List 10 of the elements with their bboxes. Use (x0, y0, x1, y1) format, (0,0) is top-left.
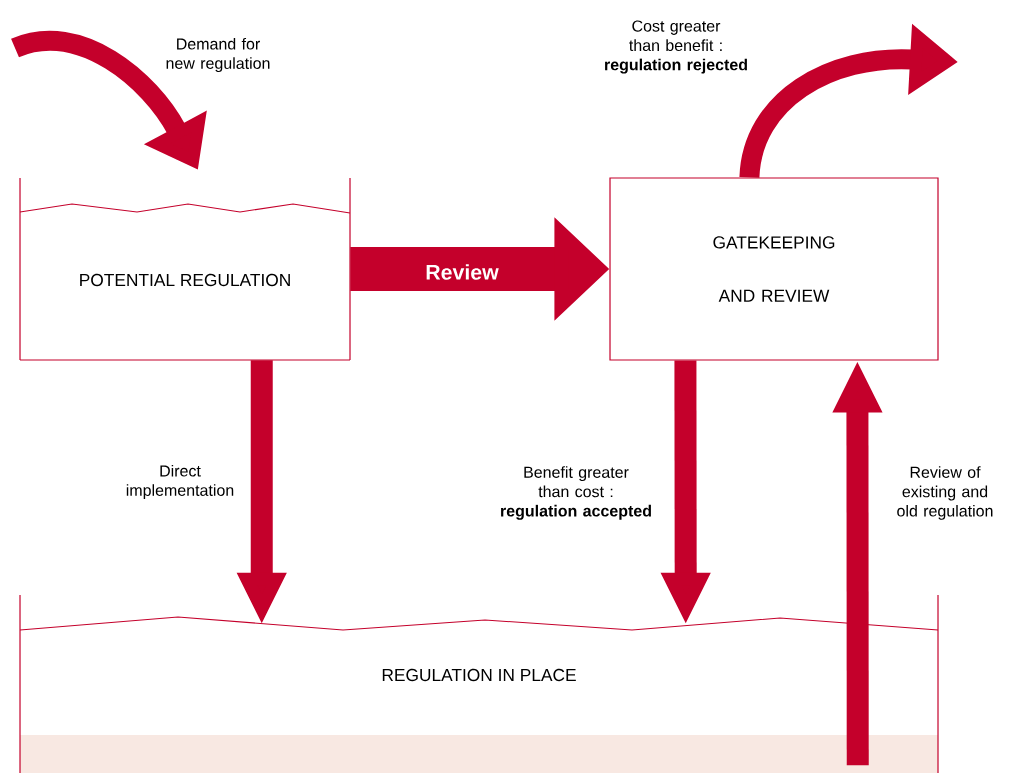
edge-label: Direct implementation (126, 464, 234, 500)
edge-label: Benefit greater than cost : regulation accepted (501, 466, 651, 520)
tank-box: REGULATION IN PLACE (19, 594, 939, 773)
process-box: GATEKEEPING AND REVIEW (609, 177, 939, 361)
edge-label: Review (426, 264, 499, 280)
edge-label: Review of existing and old regulation (897, 466, 993, 520)
edge-label: Demand for new regulation (166, 37, 270, 73)
node-label: REGULATION IN PLACE (382, 668, 576, 682)
tank-box: POTENTIAL REGULATION (19, 177, 351, 361)
edge-label: Cost greater than benefit : regulation rejected (605, 20, 747, 74)
